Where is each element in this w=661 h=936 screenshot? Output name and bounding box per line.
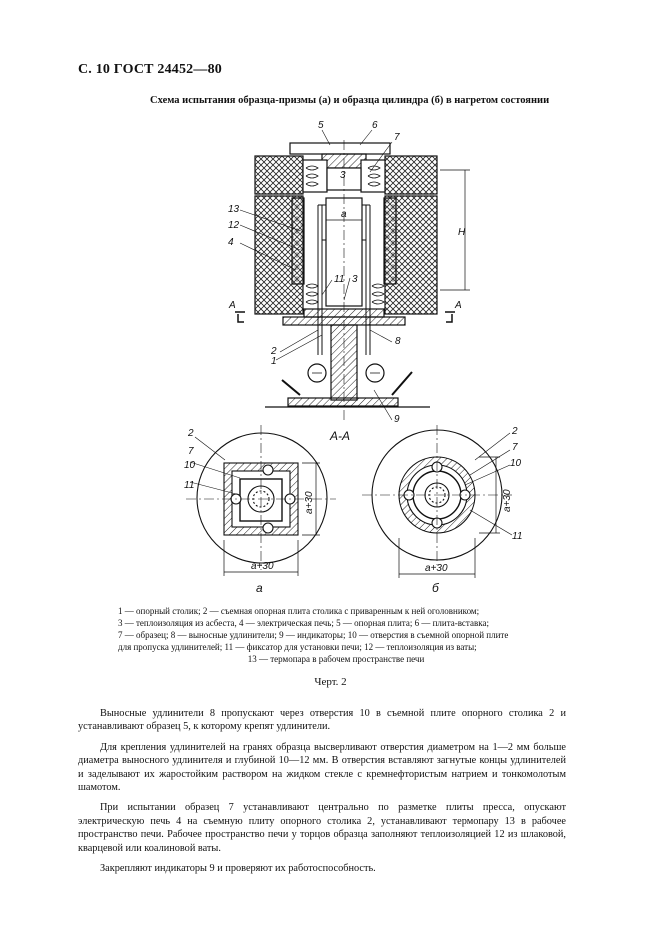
- right-callout-11: 11: [512, 531, 522, 542]
- left-callout-10: 10: [184, 460, 196, 471]
- callout-5: 5: [318, 120, 324, 131]
- legend-line-1: 1 — опорный столик; 2 — съемная опорная …: [118, 606, 480, 616]
- section-view: [235, 129, 470, 421]
- body-text: Выносные удлинители 8 пропускают через о…: [78, 707, 566, 882]
- sub-label-b: б: [432, 581, 440, 595]
- legend-line-5: 13 — термопара в рабочем пространстве пе…: [247, 654, 425, 664]
- cut-label-left: А: [228, 300, 236, 311]
- callout-8: 8: [395, 336, 401, 347]
- plan-view-a-labels: 2 7 10 11 а+30 а+30 а: [184, 428, 315, 595]
- callout-1: 1: [271, 356, 277, 367]
- figure-legend: 1 — опорный столик; 2 — съемная опорная …: [118, 605, 554, 665]
- paragraph-4: Закрепляют индикаторы 9 и проверяют их р…: [100, 863, 376, 875]
- callout-3a: 3: [340, 170, 346, 181]
- paragraph-2: Для крепления удлинителей на гранях обра…: [78, 741, 566, 794]
- heater-left: [291, 197, 305, 285]
- left-dim-bottom: а+30: [251, 561, 274, 572]
- legend-line-2: 3 — теплоизоляция из асбеста, 4 — электр…: [118, 618, 489, 628]
- dim-H-label: Н: [458, 227, 466, 238]
- left-dim-side: а+30: [304, 491, 315, 514]
- plan-view-b-labels: 2 7 10 11 а+30 а+30 б: [425, 426, 522, 595]
- right-dim-side: а+30: [502, 489, 513, 512]
- right-callout-10: 10: [510, 458, 522, 469]
- section-labels: 5 6 7 3 13 12 4 11 3 2 1 8 9 А А а Н А-А: [228, 120, 466, 443]
- dim-a-label: а: [341, 209, 347, 220]
- callout-7: 7: [394, 132, 400, 143]
- legend-line-3: 7 — образец; 8 — выносные удлинители; 9 …: [118, 630, 509, 640]
- sub-label-a: а: [256, 581, 263, 595]
- heater-right: [383, 197, 397, 285]
- figure-caption: Черт. 2: [314, 676, 347, 688]
- left-callout-11: 11: [184, 480, 194, 491]
- callout-3b: 3: [352, 274, 358, 285]
- plan-view-b: [362, 425, 513, 578]
- callout-4: 4: [228, 237, 234, 248]
- page-header: С. 10 ГОСТ 24452—80: [78, 62, 222, 77]
- callout-2: 2: [270, 346, 277, 357]
- section-aa-label: А-А: [329, 429, 350, 443]
- cut-label-right: А: [454, 300, 462, 311]
- plan-view-a: [186, 425, 336, 576]
- callout-11: 11: [334, 274, 344, 285]
- paragraph-1: Выносные удлинители 8 пропускают через о…: [78, 708, 566, 733]
- callout-13: 13: [228, 204, 240, 215]
- legend-line-4: для пропуска удлинителей; 11 — фиксатор …: [118, 642, 477, 652]
- paragraph-3: При испытании образец 7 устанавливают це…: [78, 802, 566, 854]
- figure-title: Схема испытания образца-призмы (а) и обр…: [150, 95, 550, 106]
- right-callout-7: 7: [512, 442, 518, 453]
- technical-drawing: 5 6 7 3 13 12 4 11 3 2 1 8 9 А А а Н А-А: [184, 120, 522, 595]
- right-dim-bottom: а+30: [425, 563, 448, 574]
- base-plate: [287, 397, 399, 407]
- left-callout-2: 2: [187, 428, 194, 439]
- right-callout-2: 2: [511, 426, 518, 437]
- callout-9: 9: [394, 414, 400, 425]
- callout-12: 12: [228, 220, 240, 231]
- callout-6: 6: [372, 120, 378, 131]
- left-callout-7: 7: [188, 446, 194, 457]
- furnace-top-left: [254, 155, 304, 195]
- furnace-top-right: [384, 155, 438, 195]
